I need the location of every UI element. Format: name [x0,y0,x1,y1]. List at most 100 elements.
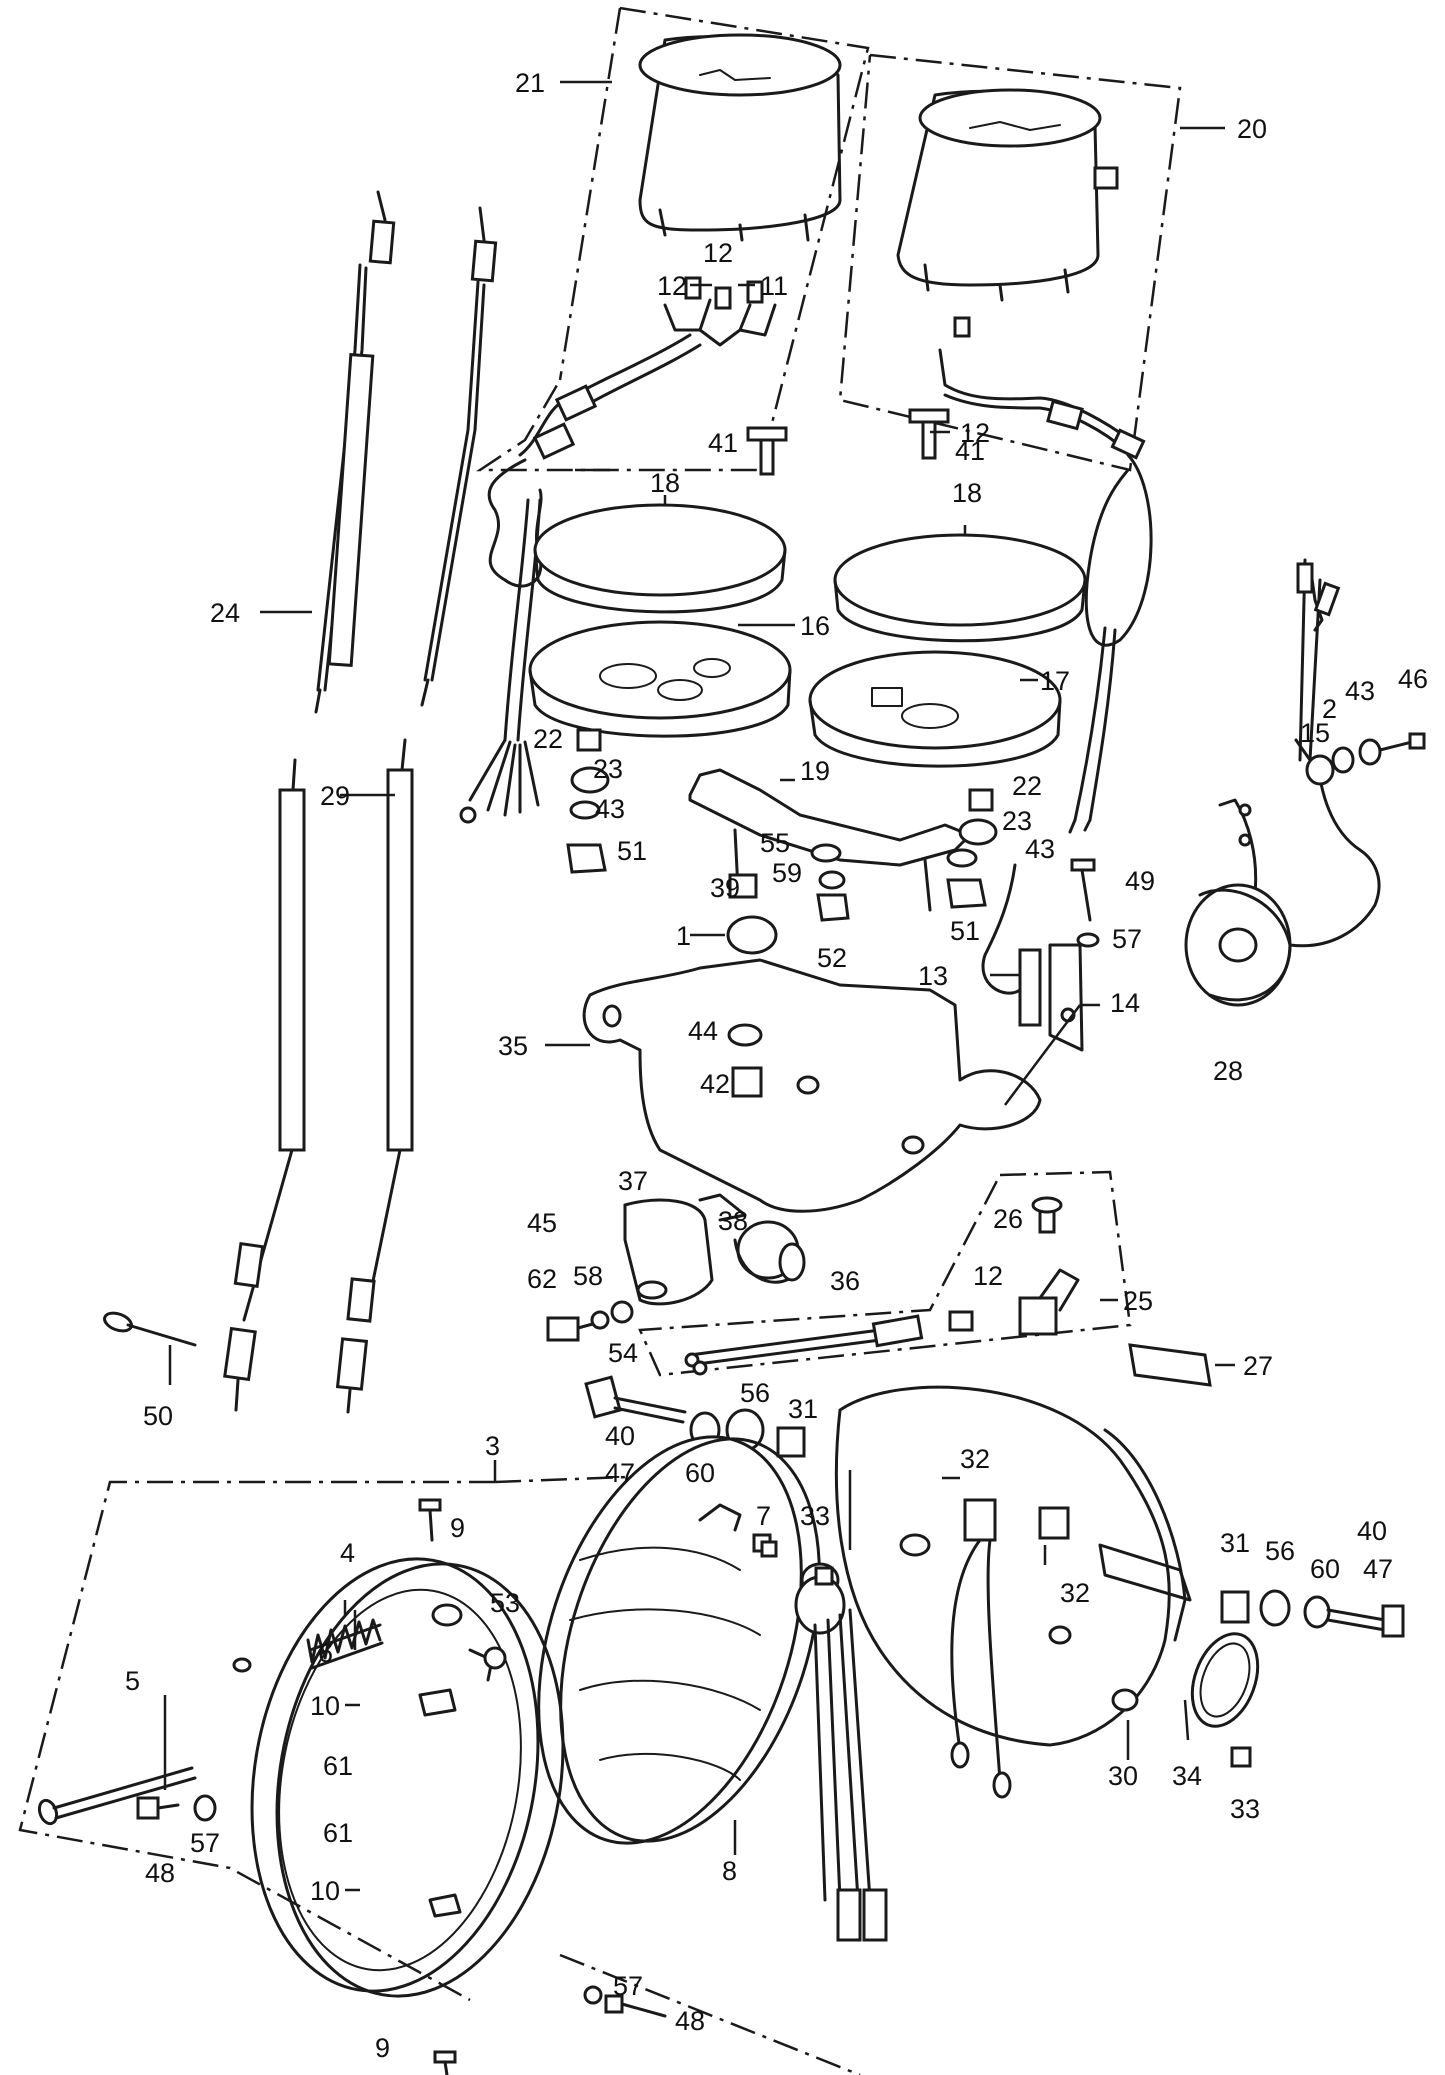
callout-20: 20 [1237,114,1267,144]
callout-19: 19 [800,756,830,786]
callout-57-horn: 57 [1112,924,1142,954]
callout-1: 1 [676,921,691,951]
callout-18-right: 18 [952,478,982,508]
socket-assembly-25 [684,1196,1080,1376]
callout-48-left: 48 [145,1858,175,1888]
callout-47-left: 47 [605,1458,635,1488]
callout-43-horn: 43 [1345,676,1375,706]
outline-group-20 [838,53,1182,472]
callout-9-upper: 9 [450,1513,465,1543]
callout-48-lower: 48 [675,2006,705,2036]
indicator-assembly [981,863,1084,1052]
callout-36: 36 [830,1266,860,1296]
callout-43-right: 43 [1025,834,1055,864]
callout-60-right: 60 [1310,1554,1340,1584]
callout-26: 26 [993,1204,1023,1234]
horn-28 [1070,558,1426,1007]
callout-10-lower: 10 [310,1876,340,1906]
outline-group-3-bottom [559,1953,861,2075]
callout-43-left: 43 [595,794,625,824]
callout-51-left: 51 [617,836,647,866]
callout-21: 21 [515,68,545,98]
callout-18-left: 18 [650,468,680,498]
callout-39: 39 [710,873,740,903]
headlight-rim-4 [232,1557,565,1998]
bolt-50 [103,1311,197,1347]
meter-cases [528,503,1087,768]
headlight-bracket-35 [582,915,1042,1213]
callout-5: 5 [125,1666,140,1696]
leader-lines [163,80,1235,1892]
bolt-set-right [814,1566,1405,1768]
callout-24: 24 [210,598,240,628]
callout-62: 62 [527,1264,557,1294]
small-parts-upper [746,408,950,476]
callout-23-left: 23 [593,754,623,784]
headlight-unit-8 [537,1435,888,1942]
callout-8: 8 [722,1856,737,1886]
callout-60-left: 60 [685,1458,715,1488]
callout-42: 42 [700,1069,730,1099]
callout-12-upper: 12 [703,238,733,268]
callout-57-left: 57 [190,1828,220,1858]
callout-61-lower: 61 [323,1818,353,1848]
callout-46: 46 [1398,664,1428,694]
callout-17: 17 [1040,666,1070,696]
callout-56-right: 56 [1265,1536,1295,1566]
callout-51-right: 51 [950,916,980,946]
callout-40-right: 40 [1357,1516,1387,1546]
callout-35: 35 [498,1031,528,1061]
ignition-switch [546,1193,806,1342]
callout-34: 34 [1172,1761,1202,1791]
callout-31-left: 31 [788,1394,818,1424]
callout-27: 27 [1243,1351,1273,1381]
callout-33-lower: 33 [1230,1794,1260,1824]
outline-group-3 [18,1480,495,2002]
callout-32-upper: 32 [960,1444,990,1474]
callout-37: 37 [618,1166,648,1196]
callout-3: 3 [485,1431,500,1461]
callout-52: 52 [817,943,847,973]
meter-bracket-19 [566,728,998,922]
callout-22-right: 22 [1012,771,1042,801]
callout-33-upper: 33 [800,1501,830,1531]
callout-4: 4 [340,1538,355,1568]
callout-41-right: 41 [955,436,985,466]
callout-28: 28 [1213,1056,1243,1086]
callout-50: 50 [143,1401,173,1431]
callout-labels: 21 20 12 12 11 12 41 41 18 18 24 16 17 4… [125,68,1428,2063]
callout-45: 45 [527,1208,557,1238]
tape-27 [1128,1343,1212,1387]
callout-12-socket: 12 [973,1261,1003,1291]
speedometer-cables [223,190,498,1414]
callout-54: 54 [608,1338,638,1368]
callout-49: 49 [1125,866,1155,896]
callout-59: 59 [772,858,802,888]
callout-15: 15 [1300,718,1330,748]
callout-12-right: 12 [960,418,990,448]
callout-30: 30 [1108,1761,1138,1791]
callout-7: 7 [756,1501,771,1531]
callout-13: 13 [918,961,948,991]
callout-57-lower: 57 [613,1971,643,2001]
callout-47-right: 47 [1363,1554,1393,1584]
callout-11: 11 [760,271,788,301]
callout-9-lower: 9 [375,2033,390,2063]
callout-38: 38 [718,1206,748,1236]
tachometer-21 [459,33,842,824]
callout-41-left: 41 [708,428,738,458]
callout-16: 16 [800,611,830,641]
callout-6: 6 [318,1638,333,1668]
callout-10-upper: 10 [310,1691,340,1721]
callout-12-left: 12 [657,271,687,301]
callout-25: 25 [1123,1286,1153,1316]
callout-32-lower: 32 [1060,1578,1090,1608]
callout-40-left: 40 [605,1421,635,1451]
callout-2: 2 [1322,694,1337,724]
callout-44: 44 [688,1016,718,1046]
outline-group-25 [638,1170,1132,1377]
callout-23-right: 23 [1002,806,1032,836]
callout-31-right: 31 [1220,1528,1250,1558]
callout-55: 55 [760,828,790,858]
